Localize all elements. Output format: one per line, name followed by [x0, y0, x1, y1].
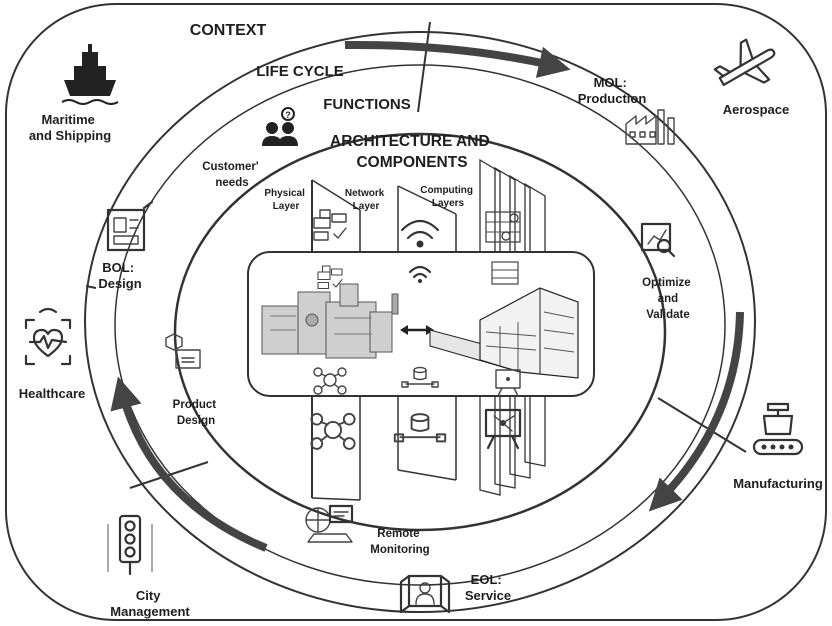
cycle-arrow-top: [344, 40, 571, 78]
service-window-icon: [399, 574, 451, 614]
presentation-icon: [484, 408, 522, 450]
computing-layer-label: Computing Layers: [420, 185, 476, 209]
architecture-ring: [173, 132, 667, 532]
sector-divider-bol: [85, 285, 97, 289]
network-icon: [313, 367, 347, 395]
wifi-icon: [408, 265, 432, 283]
database-icon: [393, 413, 447, 443]
factory-icon: [625, 109, 675, 145]
architecture-title-text-line2: COMPONENTS: [356, 154, 467, 171]
network-layer-text-line2: Layer: [353, 201, 380, 212]
optimize-text-line3: Validate: [646, 309, 689, 321]
layer-divider-cap-2: [397, 185, 457, 215]
eol-label-text-line2: Service: [465, 588, 511, 603]
ship-icon: [61, 44, 119, 105]
eol-label-text: EOL:: [471, 572, 502, 587]
manufacturing-label: Manufacturing: [733, 476, 823, 491]
digital-building-image: [429, 287, 579, 379]
computing-layer-text: Computing: [420, 185, 473, 196]
computing-grid-icon: [491, 261, 519, 285]
remote-monitoring-text-line2: Monitoring: [370, 544, 429, 556]
layer-divider-base-2: [397, 469, 457, 481]
remote-monitor-icon: [305, 504, 354, 543]
customer-needs-text: Customer': [202, 161, 259, 173]
city-label-text-line2: Management: [110, 604, 190, 619]
bol-label-text: BOL:: [102, 260, 134, 275]
remote-monitoring-label: Remote Monitoring: [370, 528, 429, 556]
product-design-label: Product Design: [173, 399, 220, 427]
physical-layer-text-line2: Layer: [273, 201, 300, 212]
network-icon: [310, 412, 356, 450]
users-icon: ?: [262, 107, 298, 146]
cycle-arrow-left: [110, 376, 268, 552]
functions-ring: [114, 64, 726, 586]
traffic-light-icon: [107, 514, 153, 576]
sector-divider-right: [657, 397, 747, 453]
layer-divider-cap-1: [311, 179, 361, 211]
robot-arm-icon: [752, 402, 804, 456]
cycle-arrow-right: [648, 311, 744, 512]
product-design-text-line2: Design: [177, 415, 215, 427]
maritime-label-text-line2: and Shipping: [29, 128, 111, 143]
maritime-label-text: Maritime: [41, 112, 94, 127]
server-icon: [313, 209, 347, 241]
architecture-title-text: ARCHITECTURE AND: [330, 133, 490, 150]
network-layer-text: Network: [345, 188, 385, 199]
bol-label: BOL: Design: [98, 260, 141, 291]
physical-layer-label: Physical Layer: [264, 188, 307, 212]
optimize-text-line2: and: [658, 293, 678, 305]
customer-needs-label: Customer' needs: [202, 161, 262, 189]
computing-grid-icon: [485, 211, 521, 243]
architecture-title: ARCHITECTURE AND COMPONENTS: [330, 133, 494, 171]
layer-divider-base-1: [311, 497, 361, 501]
healthcare-label: Healthcare: [19, 386, 85, 401]
blueprint-icon: [106, 200, 154, 252]
chart-magnifier-icon: [640, 222, 676, 258]
eol-label: EOL: Service: [465, 572, 511, 603]
airplane-icon: [713, 38, 776, 87]
heart-monitor-icon: [24, 307, 72, 366]
product-cube-icon: [165, 333, 201, 369]
city-label: City Management: [110, 588, 190, 619]
presentation-icon: [495, 369, 521, 397]
database-icon: [401, 366, 439, 388]
mol-label-text: MOL:: [594, 75, 627, 90]
sector-divider-top: [417, 21, 431, 113]
bol-label-text-line2: Design: [98, 276, 141, 291]
mol-label: MOL: Production: [578, 75, 647, 106]
mol-label-text-line2: Production: [578, 91, 647, 106]
maritime-label: Maritime and Shipping: [29, 112, 111, 143]
wifi-icon: [400, 219, 440, 248]
city-label-text: City: [136, 588, 161, 603]
lifecycle-ring: [84, 31, 756, 613]
sector-divider-left: [129, 461, 209, 489]
svg-text:?: ?: [285, 110, 291, 120]
server-icon: [317, 265, 343, 290]
aerospace-label: Aerospace: [723, 102, 789, 117]
customer-needs-text-line2: needs: [215, 177, 248, 189]
remote-monitoring-text: Remote: [377, 528, 419, 540]
computing-layer-text-line2: Layers: [432, 198, 465, 209]
network-layer-label: Network Layer: [345, 188, 387, 212]
lifecycle-title: LIFE CYCLE: [256, 63, 344, 80]
context-title: CONTEXT: [190, 22, 267, 39]
context-frame: [5, 3, 827, 621]
physical-layer-text: Physical: [264, 188, 305, 199]
optimize-text: Optimize: [642, 277, 691, 289]
functions-title: FUNCTIONS: [323, 96, 411, 113]
product-design-text: Product: [173, 399, 217, 411]
physical-plant-image: [261, 283, 399, 359]
